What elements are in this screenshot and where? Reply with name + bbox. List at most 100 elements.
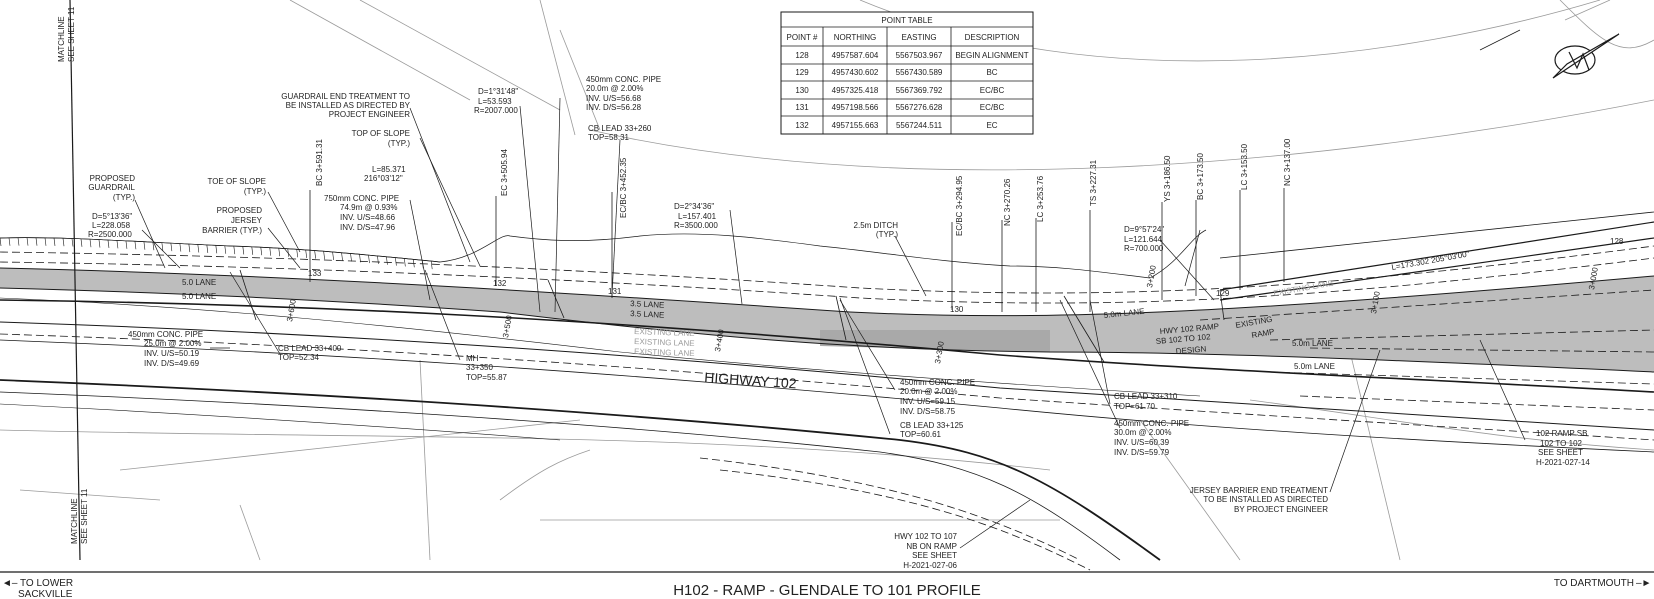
station-label: EC 3+505.94 — [500, 149, 509, 196]
hatch-tick — [215, 245, 218, 254]
hatch-tick — [395, 257, 397, 266]
lane-label: 3.5 LANE — [630, 309, 665, 320]
annotation-curve4: D=2°34'36" L=157.401 R=3500.000 — [674, 202, 718, 230]
point-table-cell: 5567244.511 — [896, 121, 943, 130]
hatch-tick — [107, 239, 110, 248]
hatch-tick — [260, 247, 263, 256]
annotation-top-slope: TOP OF SLOPE (TYP.) — [352, 129, 411, 148]
footer-left-line: TO LOWER — [20, 578, 73, 589]
annotation-line: CB LEAD 33+400 — [278, 344, 342, 353]
annotation-line: R=700.000 — [1124, 244, 1164, 253]
road-linework — [0, 211, 1654, 571]
annotation-line: PROPOSED — [90, 174, 136, 183]
hatch-tick — [242, 246, 245, 255]
point-table-cell: 4957155.663 — [832, 121, 879, 130]
point-table-header: DESCRIPTION — [965, 33, 1020, 42]
annotation-line: PROJECT ENGINEER — [329, 110, 410, 119]
annotation-line: 450mm CONC. PIPE — [586, 75, 661, 84]
chainage-label: 3+000 — [1587, 266, 1600, 290]
hatch-tick — [98, 239, 101, 248]
hatch-tick — [17, 237, 20, 246]
annotation-line: TOP=58.31 — [588, 133, 630, 142]
point-table-cell: 4957198.566 — [832, 103, 879, 112]
station-label: NC 3+270.26 — [1003, 178, 1012, 226]
annotation-line: 102 TO 102 — [1540, 439, 1583, 448]
footer-left-line: SACKVILLE — [18, 589, 73, 599]
lane-label: 5.0m LANE — [1292, 339, 1333, 348]
point-table-cell: 129 — [795, 68, 809, 77]
annotation-line: HWY 102 TO 107 — [894, 532, 957, 541]
hatch-tick — [305, 249, 307, 258]
point-table-cell: BEGIN ALIGNMENT — [955, 51, 1028, 60]
annotation-line: 30.0m @ 2.00% — [1114, 428, 1171, 437]
point-table-cell: 131 — [795, 103, 809, 112]
chainage-label: 3+400 — [713, 328, 726, 352]
annotation-line: L=157.401 — [678, 212, 717, 221]
annotation-guardrail: PROPOSED GUARDRAIL (TYP.) — [88, 174, 135, 202]
annotation-line: BE INSTALLED AS DIRECTED BY — [286, 101, 411, 110]
annotation-line: TOP=60.61 — [900, 430, 942, 439]
chainage-label: 3+600 — [285, 298, 298, 322]
direction-arrow-icon: –► — [1636, 578, 1651, 589]
annotation-line: L=85.371 — [372, 165, 406, 174]
annotation-cb400: CB LEAD 33+400 TOP=52.34 — [278, 344, 342, 362]
annotation-line: INV. D/S=56.28 — [586, 103, 642, 112]
annotation-line: 20.0m @ 2.00% — [900, 387, 957, 396]
footer-left-direction: ◄– TO LOWER SACKVILLE — [2, 578, 73, 599]
hatch-tick — [44, 237, 47, 246]
matchline — [69, 0, 81, 561]
annotation-line: INV. U/S=56.68 — [586, 94, 642, 103]
annotation-line: L=228.058 — [92, 221, 131, 230]
annotation-ramp-sb: 102 RAMP SB 102 TO 102 SEE SHEET H-2021-… — [1536, 429, 1590, 467]
road-name-label: HIGHWAY 102 — [704, 369, 797, 391]
annotation-line: (TYP.) — [113, 193, 135, 202]
annotation-line: GUARDRAIL — [88, 183, 135, 192]
annotation-curve2: D=1°31'48" L=53.593 R=2007.000 — [474, 87, 518, 115]
annotation-line: INV. D/S=47.96 — [340, 223, 396, 232]
annotation-pipe450a: 450mm CONC. PIPE 20.0m @ 2.00% INV. U/S=… — [586, 75, 661, 112]
hatch-tick — [0, 237, 2, 247]
annotation-line: PROPOSED — [217, 206, 263, 215]
chainage-label: 3+500 — [501, 314, 514, 338]
hatch-tick — [116, 240, 119, 249]
annotation-line: 25.0m @ 2.00% — [144, 339, 201, 348]
station-label: LC 3+153.50 — [1240, 143, 1249, 190]
point-table-cell: 4957430.602 — [832, 68, 879, 77]
point-table-cell: 132 — [795, 121, 809, 130]
lane-label: 3.5 LANE — [630, 299, 665, 310]
annotation-line: 216°03'12" — [364, 174, 403, 183]
point-table-cell: 128 — [795, 51, 809, 60]
annotation-line: TO BE INSTALLED AS DIRECTED — [1203, 495, 1328, 504]
point-table-title: POINT TABLE — [881, 16, 932, 25]
hatch-tick — [179, 243, 182, 252]
point-table-cell: EC/BC — [980, 86, 1005, 95]
annotation-line: H-2021-027-14 — [1536, 458, 1590, 467]
annotation-cb125: CB LEAD 33+125 TOP=60.61 — [900, 421, 964, 439]
hatch-tick — [35, 237, 38, 246]
north-arrow-icon — [1552, 33, 1620, 79]
existing-lane-label: EXISTING LANE — [634, 347, 695, 358]
point-table-cell: 5567430.589 — [896, 68, 943, 77]
hatch-tick — [269, 247, 272, 256]
lane-label: 5.0 LANE — [182, 292, 216, 301]
point-label: 128 — [1610, 237, 1624, 246]
annotation-line: MH — [466, 354, 479, 363]
annotation-line: CB LEAD 33+125 — [900, 421, 964, 430]
direction-arrow-icon: ◄– — [2, 578, 18, 589]
hatch-tick — [386, 256, 388, 265]
annotation-mh: MH 33+350 TOP=55.87 — [466, 354, 508, 382]
hatch-tick — [80, 238, 83, 247]
annotation-line: H-2021-027-06 — [903, 561, 957, 570]
annotation-line: 74.9m @ 0.93% — [340, 203, 397, 212]
point-table-cell: 4957325.418 — [832, 86, 879, 95]
annotation-line: 750mm CONC. PIPE — [324, 194, 399, 203]
annotation-jersey-end: JERSEY BARRIER END TREATMENT TO BE INSTA… — [1190, 486, 1328, 514]
hatch-tick — [8, 237, 11, 246]
matchline-label-bottom: MATCHLINE — [70, 498, 79, 544]
hatch-tick — [412, 259, 415, 268]
annotation-pipe450d: 450mm CONC. PIPE 30.0m @ 2.00% INV. U/S=… — [1114, 419, 1189, 457]
annotation-line: D=9°57'24" — [1124, 225, 1164, 234]
hatch-tick — [323, 251, 325, 260]
hatch-tick — [188, 243, 191, 253]
